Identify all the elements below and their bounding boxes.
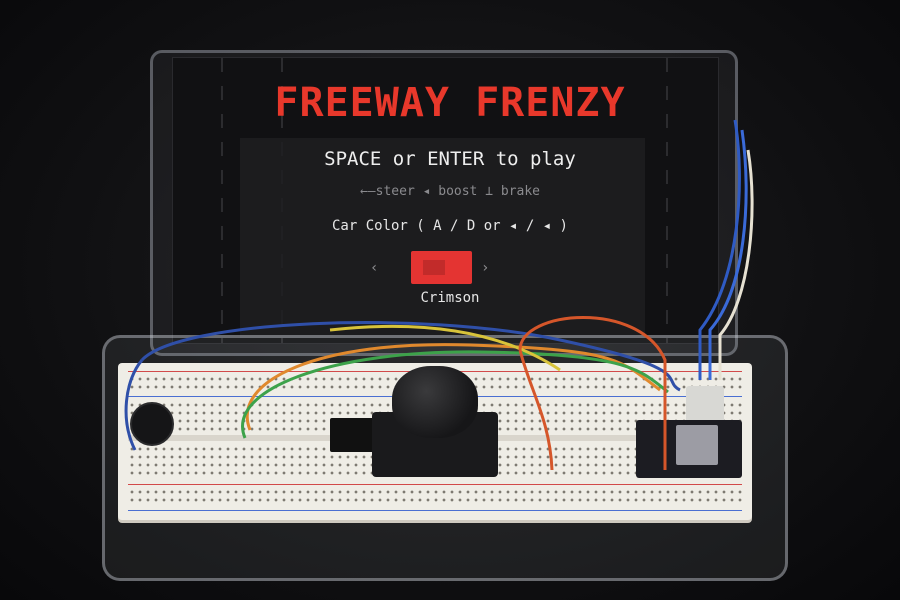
rail-holes — [128, 488, 742, 506]
yellow-wire — [329, 324, 561, 372]
orange-wire — [245, 343, 661, 431]
start-prompt[interactable]: SPACE or ENTER to play — [324, 148, 576, 170]
game-title: FREEWAY FRENZY — [274, 80, 626, 126]
controls-hint: ←—steer ◂ boost ⟂ brake — [359, 184, 540, 199]
selected-color-name: Crimson — [420, 290, 480, 306]
menu-panel — [240, 138, 645, 338]
white-wire — [718, 149, 754, 380]
power-rail — [128, 484, 742, 485]
chevron-left-icon[interactable]: ‹ — [370, 260, 379, 276]
blue-wire — [698, 119, 741, 380]
blue-wire — [124, 359, 144, 451]
buzzer — [130, 402, 174, 446]
lane-line — [221, 58, 223, 343]
joystick-header — [330, 418, 374, 452]
red-orange-wire — [518, 316, 667, 470]
blue-wire — [708, 129, 748, 380]
chevron-right-icon[interactable]: › — [481, 260, 490, 276]
blue-wire — [140, 321, 681, 392]
joystick-cap[interactable] — [392, 366, 478, 438]
lane-line — [666, 58, 668, 343]
car-color-swatch[interactable] — [411, 251, 472, 284]
car-color-label: Car Color ( A / D or ◂ / ◂ ) — [331, 218, 568, 234]
ground-rail — [128, 510, 742, 511]
red-orange-wire — [518, 349, 554, 471]
car-preview-icon — [423, 260, 445, 275]
usb-connector — [686, 386, 724, 426]
mcu-chip — [676, 425, 718, 465]
green-wire — [241, 350, 669, 439]
